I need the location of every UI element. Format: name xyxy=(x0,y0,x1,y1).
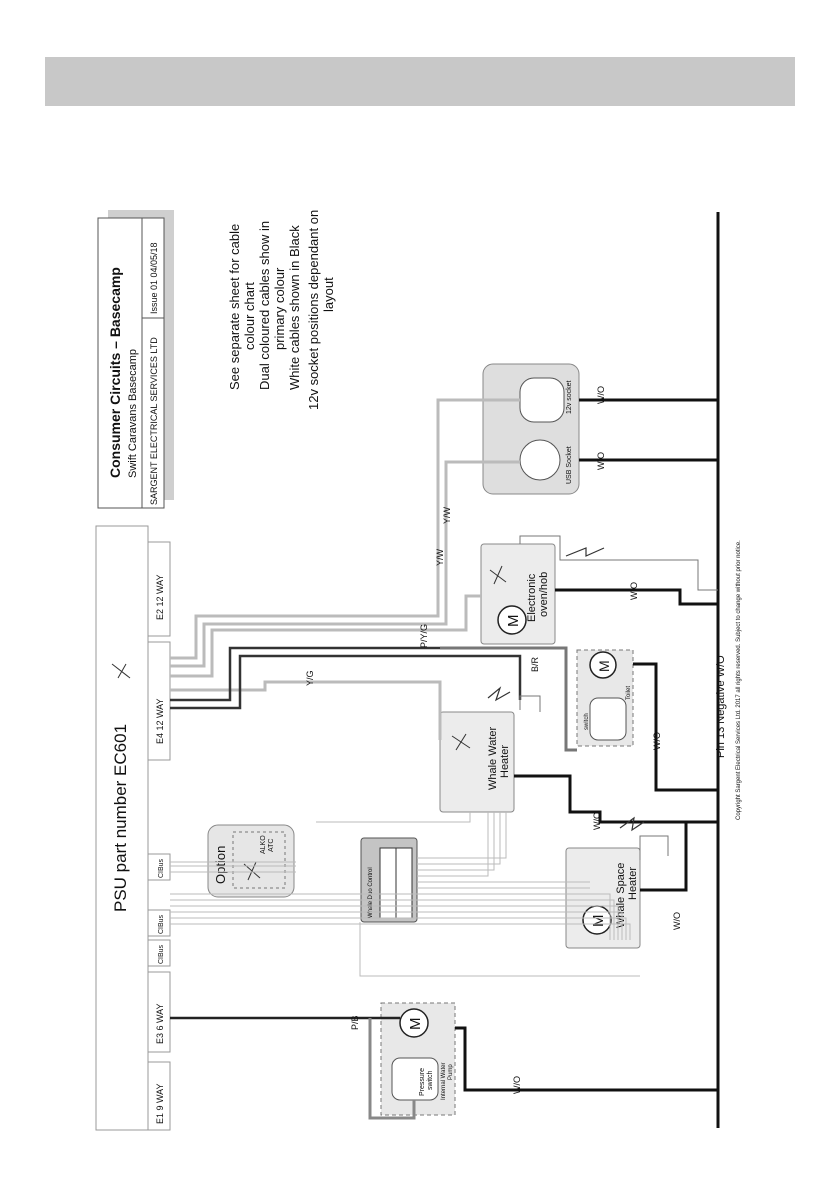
note-line-7: layout xyxy=(321,277,336,312)
wire-label-wo-space: W/O xyxy=(672,912,682,930)
water-heater-label-2: Heater xyxy=(499,745,511,778)
antenna-icon xyxy=(111,663,131,679)
space-heater: M Whale Space Heater xyxy=(565,847,641,949)
usb-socket-label: USB Socket xyxy=(566,446,573,484)
wire-label-yg: Y/G xyxy=(305,670,315,686)
toilet-motor-letter: M xyxy=(596,660,612,672)
option-label: Option xyxy=(213,846,228,884)
psu-box: PSU part number EC601 E1 9 WAY E3 6 WAY … xyxy=(95,525,171,1131)
toilet-group: M switch Toilet xyxy=(576,649,634,747)
space-heater-motor-letter: M xyxy=(590,915,607,928)
wire-label-wo-toilet: W/O xyxy=(652,732,662,750)
wire-label-pb: P/B xyxy=(350,1015,360,1030)
note-line-1: See separate sheet for cable xyxy=(227,224,242,390)
heater-sensor-icon xyxy=(451,733,471,751)
pump-switch-label: switch xyxy=(427,1070,434,1090)
wire-label-wo-usb: W/O xyxy=(596,452,606,470)
wire-labels: P/B W/O Y/G B/R P/Y/G Y/W Y/W W/O W/O W/… xyxy=(305,386,682,1094)
port-e4: E4 12 WAY xyxy=(155,698,165,744)
pump-pressure-label: Pressure xyxy=(419,1068,426,1096)
port-e2: E2 12 WAY xyxy=(155,574,165,620)
port-cibus-2: CIBus xyxy=(158,914,165,934)
space-heater-label-2: Heater xyxy=(627,867,639,900)
note-line-2: colour chart xyxy=(242,282,257,350)
water-pump-group: M Pressure switch Internal Water Pump xyxy=(380,1002,456,1116)
alko-label: ALKO xyxy=(260,835,267,854)
port-cibus-3: CIBus xyxy=(158,858,165,878)
oven-group: M Electronic oven/hob xyxy=(480,543,556,645)
wire-label-br: B/R xyxy=(530,656,540,672)
toilet-label: Toilet xyxy=(626,686,632,700)
wire-label-wo-pump: W/O xyxy=(512,1076,522,1094)
wire-label-pyg: P/Y/G xyxy=(419,624,429,648)
duo-control-label: Whale Duo Control xyxy=(368,867,374,918)
psu-title: PSU part number EC601 xyxy=(111,724,130,912)
oven-label-1: Electronic xyxy=(526,573,538,622)
title-block-subtitle: Swift Caravans Basecamp xyxy=(127,349,139,478)
wires xyxy=(170,398,718,1120)
oven-motor-icon xyxy=(497,605,527,635)
oven-label-2: oven/hob xyxy=(538,572,550,617)
fuse-icons xyxy=(487,547,645,832)
pump-motor-icon xyxy=(399,1008,429,1038)
water-heater-label-1: Whale Water xyxy=(487,726,499,790)
duo-control: Whale Duo Control xyxy=(360,837,418,923)
wire-label-yw-1: Y/W xyxy=(435,548,445,566)
water-heater: Whale Water Heater xyxy=(439,711,515,813)
title-block-company: SARGENT ELECTRICAL SERVICES LTD xyxy=(149,337,159,505)
12v-socket-label: 12v socket xyxy=(566,380,573,414)
atc-label: ATC xyxy=(268,839,275,852)
toilet-switch-label: switch xyxy=(584,713,590,730)
title-block: Consumer Circuits – Basecamp Swift Carav… xyxy=(97,210,174,509)
note-line-5: White cables shown in Black xyxy=(287,225,302,390)
12v-socket-icon xyxy=(519,377,565,423)
oven-motor-letter: M xyxy=(505,615,522,628)
port-e1: E1 9 WAY xyxy=(155,1083,165,1124)
copyright: Copyright Sargent Electrical Services Lt… xyxy=(736,540,742,820)
wire-label-wo-12v: W/O xyxy=(596,386,606,404)
title-block-title: Consumer Circuits – Basecamp xyxy=(107,267,123,478)
wire-label-yw-2: Y/W xyxy=(442,506,452,524)
pump-motor-letter: M xyxy=(407,1018,424,1031)
oven-sensor-icon xyxy=(489,565,507,585)
note-line-6: 12v socket positions dependant on xyxy=(306,210,321,410)
negative-bus-label: Pin 13 Negative W/O xyxy=(715,655,727,758)
note-line-4: primary colour xyxy=(272,267,287,350)
toilet-motor-icon xyxy=(589,651,617,679)
pump-internal-label: Internal Water xyxy=(441,1063,447,1100)
wire-label-wo-oven: W/O xyxy=(629,582,639,600)
header-band xyxy=(45,57,795,106)
option-alko: Option ALKO ATC xyxy=(207,824,295,898)
note-line-3: Dual coloured cables show in xyxy=(257,221,272,390)
wire-label-wo-water: W/O xyxy=(592,812,602,830)
title-block-issue: Issue 01 04/05/18 xyxy=(149,242,159,314)
port-cibus-1: CIBus xyxy=(158,944,165,964)
notes: See separate sheet for cable colour char… xyxy=(227,210,336,410)
socket-panel: USB Socket 12v socket xyxy=(482,363,580,495)
usb-socket-icon xyxy=(519,439,561,481)
pump-pump-label: Pump xyxy=(448,1064,454,1080)
port-e3: E3 6 WAY xyxy=(155,1003,165,1044)
